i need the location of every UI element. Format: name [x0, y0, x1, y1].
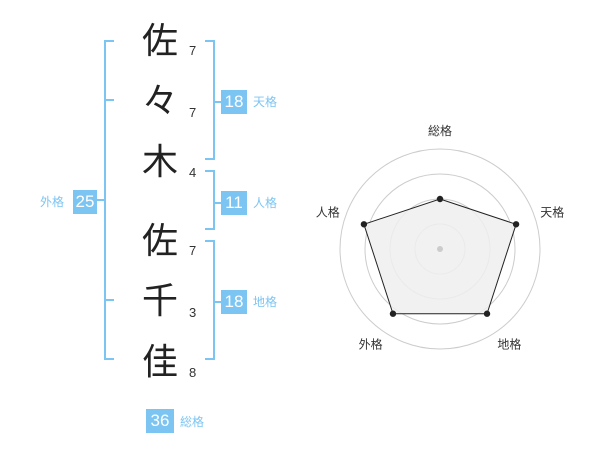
radar-axis-label-4: 外格: [359, 336, 383, 351]
gaikaku-value: 25: [73, 190, 97, 214]
radar-center-dot: [437, 246, 443, 252]
tenkaku-bracket-top-tick: [205, 40, 215, 42]
radar-ring-3: [364, 173, 516, 325]
stroke-count-5: 3: [189, 305, 197, 320]
soukaku-value: 36: [146, 409, 174, 433]
gaikaku-bracket-top-tick: [104, 40, 114, 42]
chikaku-value: 18: [221, 290, 247, 314]
radar-axis-label-2: 天格: [540, 205, 564, 220]
stroke-count-1: 7: [189, 43, 197, 58]
radar-ring-4: [339, 148, 541, 350]
tenkaku-bracket-vertical: [213, 40, 215, 160]
radar-point-3: [483, 310, 491, 317]
jinkaku-connector: [213, 202, 221, 204]
tenkaku-value: 18: [221, 90, 247, 114]
stroke-count-2: 7: [189, 105, 197, 120]
tenkaku-connector: [213, 101, 221, 103]
radar-point-5: [360, 221, 368, 228]
name-char-1: 佐: [141, 21, 178, 62]
tenkaku-bracket-bottom-tick: [205, 158, 215, 160]
jinkaku-value: 11: [221, 191, 247, 215]
radar-axis-label-3: 地格: [497, 336, 521, 351]
chikaku-bracket-bottom-tick: [205, 358, 215, 360]
stroke-count-3: 4: [189, 165, 197, 180]
name-char-3: 木: [141, 142, 178, 183]
chikaku-connector: [213, 301, 221, 303]
jinkaku-label: 人格: [253, 196, 278, 210]
radar-point-4: [389, 310, 397, 317]
stroke-count-4: 7: [189, 243, 197, 258]
gaikaku-connector: [97, 199, 105, 201]
name-char-5: 千: [141, 281, 178, 322]
jinkaku-bracket-vertical: [213, 170, 215, 230]
stroke-count-6: 8: [189, 365, 197, 380]
tenkaku-label: 天格: [253, 95, 278, 109]
chikaku-bracket-vertical: [213, 240, 215, 360]
jinkaku-bracket-bottom-tick: [205, 228, 215, 230]
name-char-2: 々: [141, 81, 178, 122]
name-char-6: 佳: [141, 342, 178, 383]
gaikaku-bracket-mid-tick-2: [104, 299, 114, 301]
gaikaku-label: 外格: [40, 195, 65, 209]
gaikaku-bracket-bottom-tick: [104, 358, 114, 360]
radar-point-2: [512, 221, 520, 228]
radar-axis-label-1: 総格: [428, 123, 452, 138]
soukaku-label: 総格: [180, 415, 205, 429]
name-char-4: 佐: [141, 221, 178, 262]
radar-axis-label-5: 人格: [316, 205, 340, 220]
radar-polygon: [363, 198, 517, 315]
radar-point-1: [436, 195, 444, 203]
jinkaku-bracket-top-tick: [205, 170, 215, 172]
gaikaku-bracket-mid-tick-1: [104, 99, 114, 101]
chikaku-label: 地格: [253, 295, 278, 309]
chikaku-bracket-top-tick: [205, 240, 215, 242]
gaikaku-bracket-vertical: [104, 40, 106, 360]
